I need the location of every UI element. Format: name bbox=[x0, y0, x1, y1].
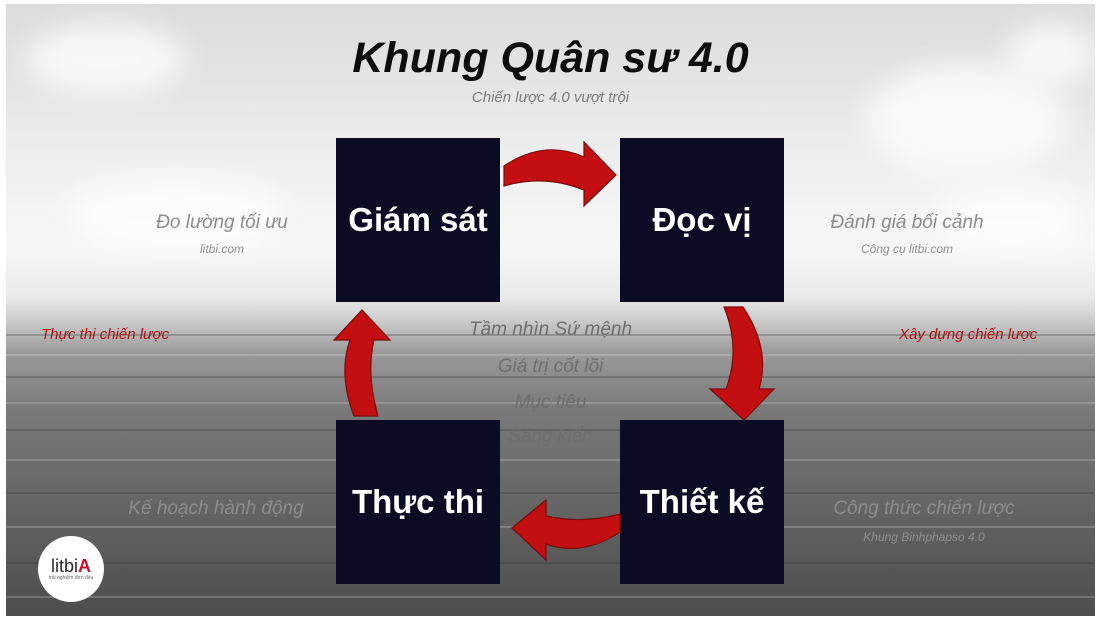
page-subtitle: Chiến lược 4.0 vượt trội bbox=[471, 89, 630, 106]
right-top-main: Đánh giá bối cảnh bbox=[830, 212, 984, 233]
cloud bbox=[26, 24, 186, 94]
label-thuc-thi-chien-luoc: Thực thi chiến lược bbox=[41, 326, 170, 343]
wave bbox=[6, 429, 1095, 431]
wave bbox=[6, 459, 1095, 461]
page-title: Khung Quân sư 4.0 bbox=[352, 34, 749, 82]
litbia-logo: litbiA trải nghiệm đơn đều bbox=[38, 536, 104, 602]
center-item: Tầm nhìn Sứ mệnh bbox=[468, 319, 633, 340]
center-item: Giá trị cốt lõi bbox=[497, 356, 604, 377]
right-bottom-main: Công thức chiến lược bbox=[833, 498, 1015, 519]
left-top-main: Đo lường tối ưu bbox=[156, 212, 288, 233]
wave bbox=[6, 562, 1095, 564]
cloud bbox=[866, 64, 1066, 174]
label-xay-dung-chien-luoc: Xây dựng chiến lược bbox=[899, 326, 1038, 343]
logo-name-accent: A bbox=[78, 555, 91, 576]
slide: Khung Quân sư 4.0 Chiến lược 4.0 vượt tr… bbox=[6, 4, 1095, 616]
cycle-arrows bbox=[332, 140, 776, 562]
cloud bbox=[936, 184, 1086, 254]
box-thiet-ke: Thiết kế bbox=[620, 420, 784, 584]
wave bbox=[6, 492, 1095, 494]
arrow-right-icon bbox=[708, 306, 776, 421]
wave bbox=[6, 596, 1095, 598]
wave bbox=[6, 402, 1095, 404]
wave bbox=[6, 354, 1095, 356]
logo-tagline: trải nghiệm đơn đều bbox=[48, 574, 94, 581]
logo-name-plain: litbi bbox=[50, 555, 78, 576]
box-doc-vi: Đọc vị bbox=[620, 138, 784, 302]
arrow-top-icon bbox=[503, 140, 617, 208]
wave bbox=[6, 376, 1095, 378]
cloud bbox=[1006, 24, 1095, 84]
right-bottom-sub: Khung Binhphapso 4.0 bbox=[863, 530, 985, 544]
arrow-left-icon bbox=[332, 309, 392, 417]
left-top-sub: litbi.com bbox=[199, 242, 244, 256]
center-item: Sáng kiến bbox=[508, 426, 593, 447]
box-thuc-thi: Thực thi bbox=[336, 420, 500, 584]
wave bbox=[6, 334, 1095, 336]
logo-name: litbiA bbox=[51, 557, 91, 575]
right-top-sub: Công cụ litbi.com bbox=[860, 242, 954, 256]
box-giam-sat: Giám sát bbox=[336, 138, 500, 302]
cloud bbox=[66, 174, 286, 254]
arrow-bottom-icon bbox=[511, 498, 621, 562]
center-item: Mục tiêu bbox=[514, 392, 587, 413]
left-bottom-main: Kế hoạch hành động bbox=[128, 498, 304, 519]
